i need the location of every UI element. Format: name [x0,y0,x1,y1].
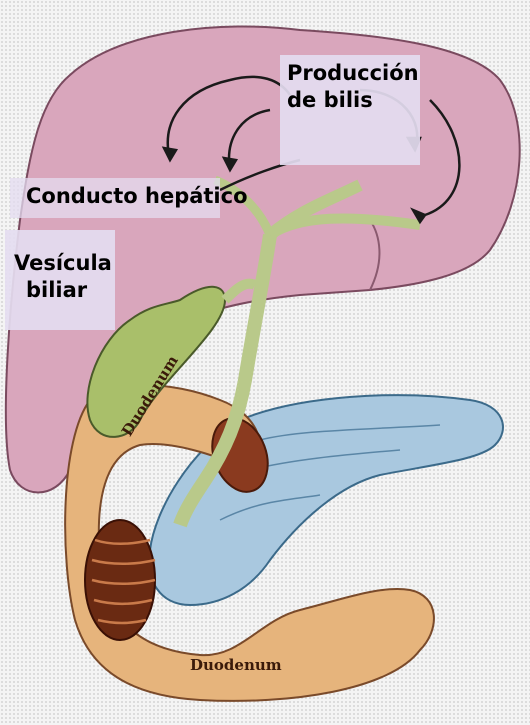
hepatic-duct-label: Conducto hepático [26,183,248,210]
gallbladder-label: Vesícula biliar [14,250,112,305]
gallbladder-line-1: Vesícula [14,250,112,277]
bile-production-line-2: de bilis [287,87,419,114]
gallbladder-line-2: biliar [14,277,112,304]
bile-production-label: Producción de bilis [287,60,419,115]
duodenum-lower-label: Duodenum [190,656,282,674]
bile-production-line-1: Producción [287,60,419,87]
